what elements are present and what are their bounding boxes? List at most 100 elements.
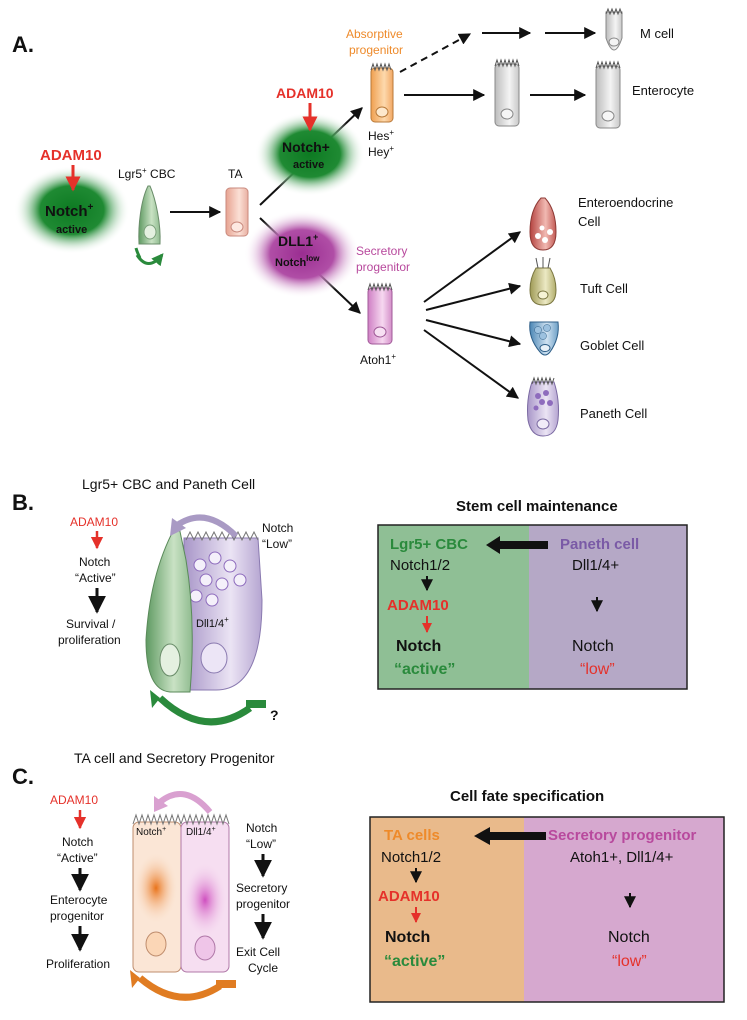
dll1-label: DLL1+ xyxy=(278,232,318,249)
b-left-head: Lgr5+ CBC xyxy=(390,536,468,553)
c-box-left xyxy=(370,817,524,1002)
tuft-cell xyxy=(529,267,557,306)
b-left-notch: Notch xyxy=(396,638,441,655)
notch-plus-top: Notch+ xyxy=(282,139,330,155)
b-box-frame xyxy=(377,524,688,690)
ta-cell xyxy=(225,187,249,237)
c-secretory-2: progenitor xyxy=(236,897,290,911)
b-left-notch12: Notch1/2 xyxy=(390,557,450,574)
notch-active-glow-left xyxy=(14,166,130,254)
b-feedback-arrow xyxy=(157,695,253,726)
c-exit-1: Exit Cell xyxy=(236,945,280,959)
b-left-adam10: ADAM10 xyxy=(387,597,449,614)
c-dll: Dll1/4+ xyxy=(186,826,216,838)
paneth-cell-label: Paneth Cell xyxy=(580,406,647,421)
notch-active-glow-top xyxy=(255,112,365,196)
c-feedback-arrow xyxy=(137,975,222,1001)
lgr5-nucleus xyxy=(143,224,157,240)
notch-plus-left: Notch+ xyxy=(45,202,94,220)
adam10-label-top: ADAM10 xyxy=(276,85,334,101)
enteroendocrine-label-2: Cell xyxy=(578,214,601,229)
c-box-title: Cell fate specification xyxy=(450,788,604,805)
arrow-to-paneth xyxy=(423,329,519,399)
c-notch-low-2: “Low” xyxy=(246,837,276,851)
b-dll: Dll1/4+ xyxy=(196,615,229,630)
m-cell-label: M cell xyxy=(640,26,674,41)
atoh1-label: Atoh1+ xyxy=(360,352,396,367)
c-reciprocal-arrow xyxy=(158,791,213,814)
c-left-adam10: ADAM10 xyxy=(378,888,440,905)
hes-label: Hes+ xyxy=(368,128,394,143)
c-left-head: TA cells xyxy=(384,827,440,844)
hey-label: Hey+ xyxy=(368,144,394,159)
secretory-progenitor-label-1: Secretory xyxy=(356,244,407,258)
active-left: active xyxy=(56,224,87,236)
enterocyte-cell xyxy=(595,65,621,129)
c-right-notch: Notch xyxy=(608,929,650,946)
b-notch-low-2: “Low” xyxy=(262,537,292,551)
arrow-to-enteroendocrine xyxy=(423,231,521,303)
panel-a-letter: A. xyxy=(12,32,34,57)
c-secretory-1: Secretory xyxy=(236,881,287,895)
enteroendocrine-label-1: Enteroendocrine xyxy=(578,195,673,210)
b-active: “Active” xyxy=(75,571,116,585)
panel-c-title: TA cell and Secretory Progenitor xyxy=(74,750,275,766)
ta-label: TA xyxy=(228,167,242,181)
b-box-left xyxy=(378,525,529,689)
tuft-cell-label: Tuft Cell xyxy=(580,281,628,296)
panel-c-letter: C. xyxy=(12,764,34,789)
b-left-active: “active” xyxy=(394,661,455,678)
c-box-frame xyxy=(369,816,725,1003)
b-box-title: Stem cell maintenance xyxy=(456,498,618,515)
b-notch: Notch xyxy=(79,555,110,569)
b-right-dll: Dll1/4+ xyxy=(572,557,619,574)
lgr5-cbc-label: Lgr5+ CBC xyxy=(118,166,176,181)
c-active: “Active” xyxy=(57,851,98,865)
b-right-notch: Notch xyxy=(572,638,614,655)
c-notch: Notch xyxy=(62,835,93,849)
arrow-to-m-cell-dashed xyxy=(399,33,472,73)
c-left-active: “active” xyxy=(384,953,445,970)
b-big-arrow xyxy=(486,536,548,554)
goblet-cell-label: Goblet Cell xyxy=(580,338,644,353)
b-adam10: ADAM10 xyxy=(70,515,118,529)
enterocyte-label: Enterocyte xyxy=(632,83,694,98)
panel-b-title: Lgr5+ CBC and Paneth Cell xyxy=(82,476,255,492)
notch-low-label: Notchlow xyxy=(275,254,320,269)
c-right-atoh: Atoh1+, Dll1/4+ xyxy=(570,849,674,866)
b-right-low: “low” xyxy=(580,661,615,678)
b-lgr5-cell xyxy=(145,520,193,693)
active-top: active xyxy=(293,159,324,171)
c-right-low: “low” xyxy=(612,953,647,970)
c-left-notch: Notch xyxy=(385,929,430,946)
enterocyte-intermediate-cell xyxy=(494,63,520,127)
b-survival-2: proliferation xyxy=(58,633,121,647)
b-question: ? xyxy=(270,707,279,723)
b-reciprocal-arrow xyxy=(174,514,239,539)
absorptive-progenitor-label-1: Absorptive xyxy=(346,27,403,41)
panel-b-letter: B. xyxy=(12,490,34,515)
b-survival-1: Survival / xyxy=(66,617,116,631)
ta-nucleus xyxy=(230,221,244,233)
b-box-right xyxy=(529,525,687,689)
c-adam10: ADAM10 xyxy=(50,793,98,807)
c-exit-2: Cycle xyxy=(248,961,278,975)
c-notch-plus: Notch+ xyxy=(136,826,166,838)
c-left-notch12: Notch1/2 xyxy=(381,849,441,866)
arrow-to-tuft xyxy=(425,282,522,311)
arrow-to-goblet xyxy=(425,319,522,348)
absorptive-progenitor-label-2: progenitor xyxy=(349,43,403,57)
c-entero-1: Enterocyte xyxy=(50,893,108,907)
adam10-label-left: ADAM10 xyxy=(40,147,102,164)
secretory-progenitor-label-2: progenitor xyxy=(356,260,410,274)
dll1-notch-low-glow xyxy=(244,210,360,298)
c-notch-low-1: Notch xyxy=(246,821,277,835)
c-big-arrow xyxy=(474,827,546,845)
c-box-right xyxy=(524,817,724,1002)
c-proliferation: Proliferation xyxy=(46,957,110,971)
b-notch-low-1: Notch xyxy=(262,521,293,535)
c-right-head: Secretory progenitor xyxy=(548,827,697,844)
b-right-head: Paneth cell xyxy=(560,536,639,553)
c-entero-2: progenitor xyxy=(50,909,104,923)
